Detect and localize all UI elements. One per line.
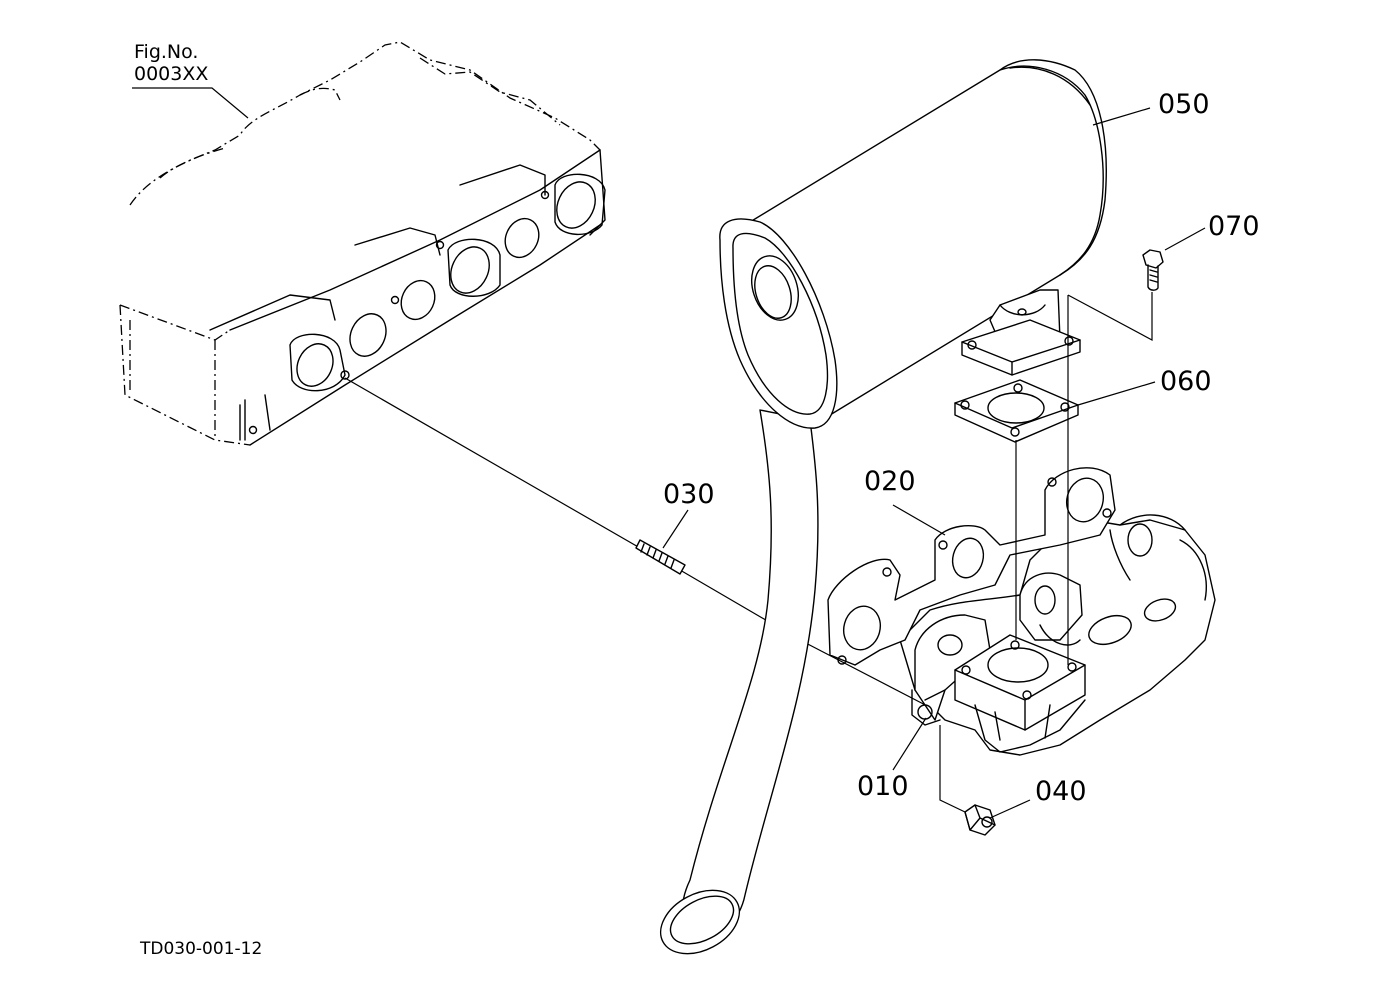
leader-040 xyxy=(989,799,1031,819)
fig-no-label: Fig.No. xyxy=(134,41,198,63)
fig-ref-leader-line xyxy=(132,87,249,119)
part-label-030: 030 xyxy=(663,479,715,510)
alignment-line-bolt-elbow xyxy=(1067,292,1153,342)
leader-070 xyxy=(1164,227,1206,251)
leader-060 xyxy=(1077,381,1156,406)
part-label-070: 070 xyxy=(1208,211,1260,242)
figure-reference: Fig.No. 0003XX xyxy=(132,41,249,119)
muffler-gasket-060 xyxy=(954,379,1079,443)
bolt-070 xyxy=(1142,249,1164,291)
fig-no-value: 0003XX xyxy=(134,63,208,85)
part-label-020: 020 xyxy=(864,466,916,497)
part-label-010: 010 xyxy=(857,771,909,802)
manifold-gasket-020 xyxy=(827,467,1116,666)
stud-bolt-030 xyxy=(635,539,686,575)
part-label-060: 060 xyxy=(1160,366,1212,397)
alignment-line-nut xyxy=(939,725,966,813)
exhaust-manifold-010 xyxy=(899,514,1216,756)
part-label-050: 050 xyxy=(1158,89,1210,120)
leader-050 xyxy=(1092,107,1151,126)
part-label-040: 040 xyxy=(1035,776,1087,807)
muffler-050 xyxy=(659,59,1107,955)
nut-040 xyxy=(964,804,996,836)
drawing-code: TD030-001-12 xyxy=(139,939,262,959)
cylinder-head-reference xyxy=(119,41,606,446)
leader-030 xyxy=(662,509,689,549)
leader-020 xyxy=(892,504,946,536)
leader-010 xyxy=(892,717,927,771)
